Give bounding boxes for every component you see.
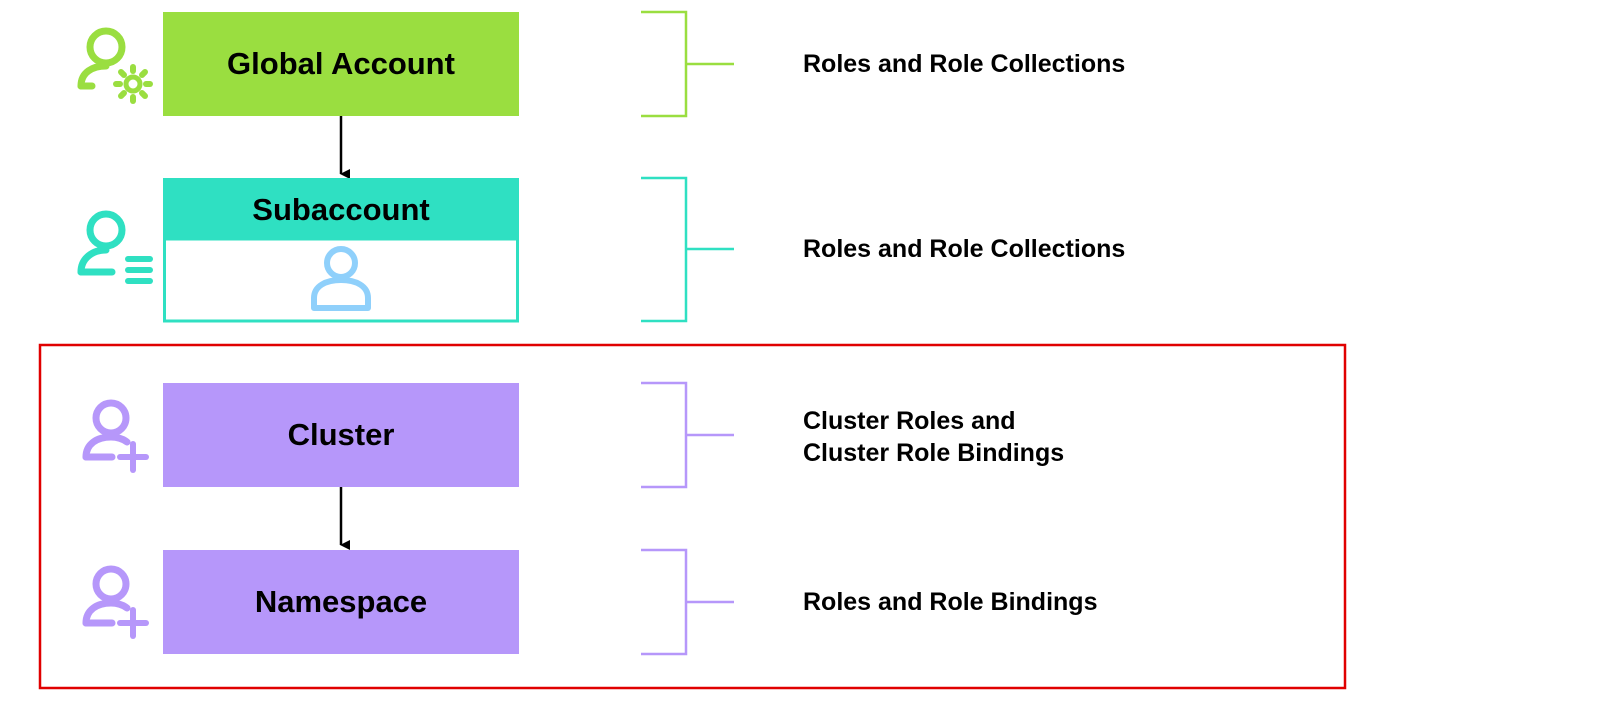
cluster-bracket [641, 381, 734, 489]
namespace-bracket [641, 548, 734, 656]
namespace-description: Roles and Role Bindings [803, 588, 1097, 616]
global-account-description: Roles and Role Collections [803, 50, 1125, 78]
cluster-box [163, 383, 519, 487]
user-list-icon [77, 210, 153, 284]
level-namespace: Namespace Roles and Role Bindings [82, 548, 1097, 656]
user-add-icon [82, 565, 149, 639]
level-global-account: Global Account Roles and Role Collection… [77, 10, 1125, 118]
subaccount-bracket [641, 176, 734, 323]
level-cluster: Cluster Cluster Roles and Cluster Role B… [82, 381, 1064, 489]
user-add-icon [82, 399, 149, 473]
cluster-description: Cluster Roles and Cluster Role Bindings [803, 407, 1064, 467]
level-subaccount: Subaccount Roles and Role Collections [77, 176, 1125, 323]
namespace-label: Namespace [255, 584, 427, 619]
subaccount-label: Subaccount [252, 192, 429, 227]
global-account-bracket [641, 10, 734, 118]
user-icon [311, 246, 371, 311]
cluster-label: Cluster [288, 417, 395, 452]
subaccount-description: Roles and Role Collections [803, 235, 1125, 263]
highlight-frame [38, 343, 1347, 690]
global-account-box [163, 12, 519, 116]
global-account-label: Global Account [227, 46, 455, 81]
subaccount-header [163, 178, 519, 240]
namespace-box [163, 550, 519, 654]
user-settings-icon [77, 27, 153, 104]
